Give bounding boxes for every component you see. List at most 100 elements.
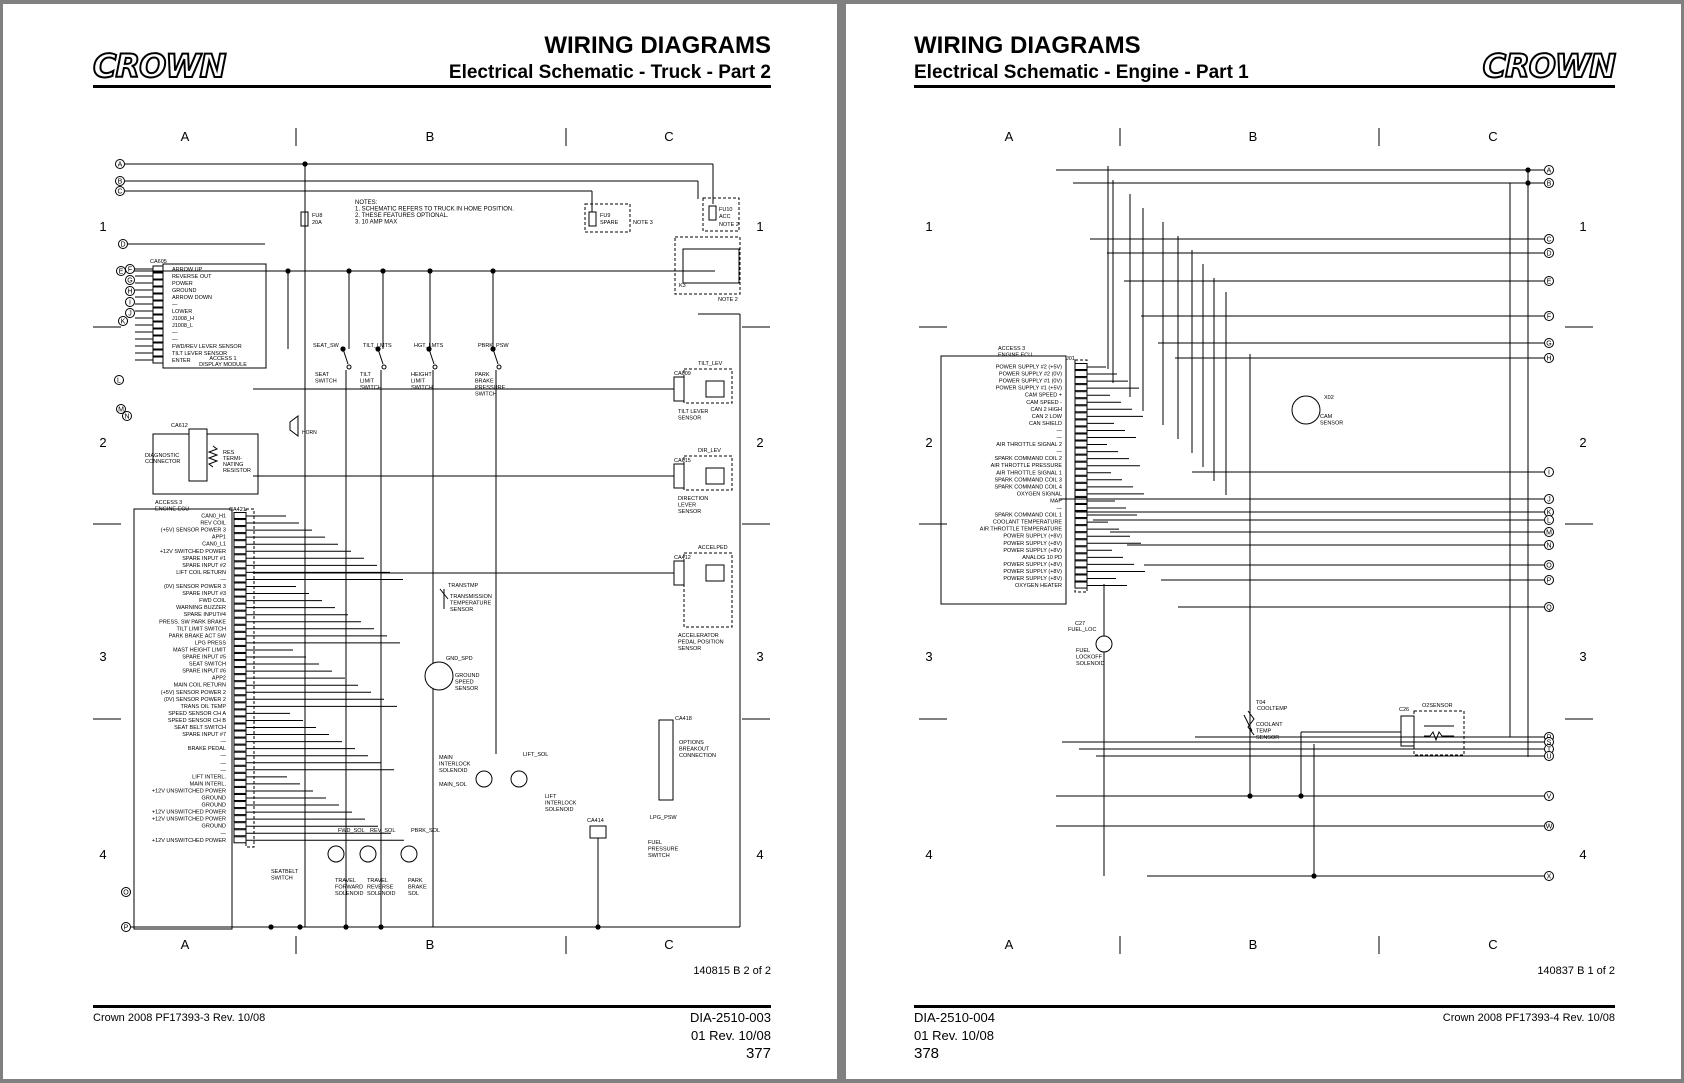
pin-box: [1074, 426, 1088, 434]
ecu-pin-label: POWER SUPPLY (+8V): [1003, 548, 1062, 554]
bus-terminal-letter: O: [1546, 563, 1552, 570]
label: ACC: [719, 214, 731, 220]
label: TILT_LMTS: [363, 343, 392, 349]
ecu-pin-label: SPARK COMMAND COIL 2: [994, 456, 1062, 462]
engine-ecu-box: [133, 508, 233, 930]
pin-box: [233, 758, 247, 766]
label: FUEL: [648, 840, 662, 846]
pin-box: [1074, 440, 1088, 448]
bus-terminal-letter: O: [123, 890, 129, 897]
ecu-pin-label: MAIN INTERL.: [190, 781, 227, 787]
ecu-pin-label: LPG PRESS: [195, 640, 227, 646]
label: SENSOR: [450, 607, 473, 613]
label: NOTE 3: [633, 220, 653, 226]
ecu-pin-label: OXYGEN HEATER: [1015, 583, 1062, 589]
sensor-element: [705, 380, 725, 398]
label: LIFT: [545, 794, 557, 800]
label: FU10: [719, 207, 732, 213]
label: ACCELPED: [698, 545, 728, 551]
pin-box: [1074, 454, 1088, 462]
bus-terminal: [1544, 791, 1554, 801]
ecu-pin-label: LIFT INTERL.: [192, 774, 226, 780]
ecu-pin-label: (+5V) SENSOR POWER 3: [161, 528, 226, 534]
page-number: 377: [745, 1045, 771, 1062]
bus-terminal-letter: E: [1547, 279, 1552, 286]
bus-terminal: [122, 411, 132, 421]
junction-dot: [302, 161, 308, 167]
ecu-pin-label: MAIN COIL RETURN: [174, 683, 226, 689]
bus-terminal-letter: Q: [1546, 605, 1552, 612]
pin-box: [233, 596, 247, 604]
pin-box: [1074, 553, 1088, 561]
switch-contact: [426, 346, 432, 352]
wire: [152, 433, 259, 495]
bus-terminal: [121, 887, 131, 897]
diag-connector: [188, 428, 208, 482]
pin-box: [233, 660, 247, 668]
row-label: 3: [925, 649, 932, 664]
display-pin-label: J1008_H: [172, 316, 194, 322]
ecu-pin-label: —: [221, 753, 227, 759]
label: HGT_LMTS: [414, 343, 444, 349]
label: SOLENOID: [367, 891, 395, 897]
pin-box: [233, 808, 247, 816]
label: DIAGNOSTIC: [145, 453, 179, 459]
bus-terminal: [1544, 248, 1554, 258]
pin-box: [233, 801, 247, 809]
display-pin-label: —: [172, 337, 178, 343]
row-label: 2: [99, 435, 106, 450]
switch-contact: [340, 346, 346, 352]
junction-dot: [378, 924, 384, 930]
ecu-connector: [1074, 359, 1088, 593]
pin-box: [1074, 532, 1088, 540]
label: SOLENOID: [439, 768, 467, 774]
lpg-connector: [589, 825, 607, 839]
display-pin-label: LOWER: [172, 309, 192, 315]
label: SWITCH: [271, 876, 293, 882]
junction-dot: [343, 924, 349, 930]
bus-terminal: [125, 275, 135, 285]
pin-box: [152, 293, 164, 301]
o2-connector: [1400, 715, 1415, 747]
pin-box: [233, 737, 247, 745]
label: CA412: [674, 555, 691, 561]
label: ACCESS 1: [209, 356, 236, 362]
relay-k3-box: [674, 236, 741, 295]
page-subtitle: Electrical Schematic - Truck - Part 2: [448, 62, 771, 83]
junction-dot: [297, 924, 303, 930]
label: C26: [1399, 707, 1409, 713]
sensor-element: [705, 467, 725, 485]
ecu-pin-label: CAN 2 HIGH: [1031, 407, 1063, 413]
pin-box: [152, 356, 164, 364]
pin-box: [233, 603, 247, 611]
ecu-pin-label: PRESS. SW PARK BRAKE: [159, 619, 226, 625]
pin-box: [1074, 384, 1088, 392]
ecu-pin-label: AIR THROTTLE SIGNAL 2: [996, 442, 1062, 448]
label: NOTE 2: [718, 297, 738, 303]
pin-box: [233, 786, 247, 794]
crown-logo: CROWN: [92, 46, 227, 86]
pin-box: [152, 335, 164, 343]
sensor-connector: [673, 560, 685, 586]
label: T04: [1256, 700, 1265, 706]
label: HEIGHT: [411, 372, 432, 378]
bus-terminal-letter: M: [1546, 530, 1552, 537]
pin-box: [233, 836, 247, 844]
sensor-box: [683, 455, 733, 491]
pin-box: [152, 314, 164, 322]
pin-box: [233, 674, 247, 682]
bus-terminal-letter: D: [120, 242, 125, 249]
label: LEVER: [678, 503, 696, 509]
pin-box: [233, 779, 247, 787]
bus-terminal: [1544, 234, 1554, 244]
page-subtitle: Electrical Schematic - Engine - Part 1: [914, 62, 1249, 83]
label: PARK: [475, 372, 490, 378]
bus-terminal-letter: J: [128, 311, 132, 318]
ecu-pin-label: POWER SUPPLY #1 (0V): [999, 379, 1062, 385]
terminating-resistor: [207, 445, 219, 468]
row-label: 4: [1579, 847, 1586, 862]
pin-box: [233, 610, 247, 618]
pin-box: [1074, 518, 1088, 526]
label: ENGINE ECU: [155, 507, 189, 513]
label: BRAKE: [475, 379, 494, 385]
